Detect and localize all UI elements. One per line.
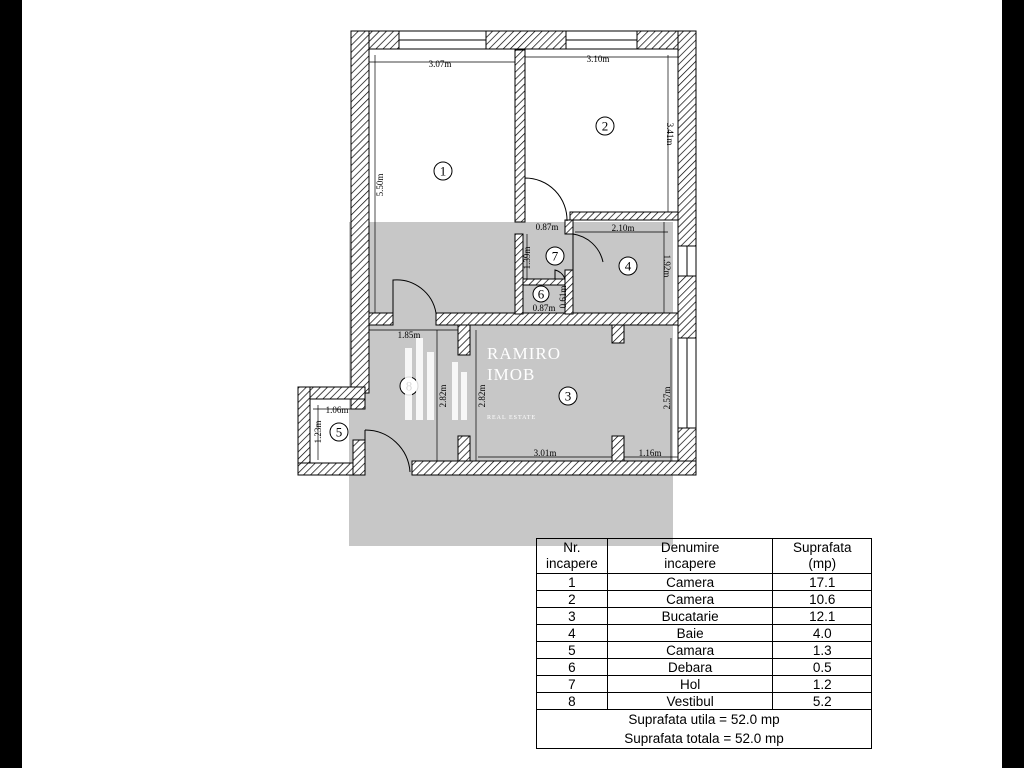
header-nr: Nr. incapere bbox=[536, 538, 608, 574]
dim-1-92: 1.92m bbox=[662, 255, 672, 278]
dim-5-50: 5.50m bbox=[375, 174, 385, 197]
svg-text:2: 2 bbox=[602, 119, 609, 134]
dim-2-57: 2.57m bbox=[662, 387, 672, 410]
table-row: 1 Camera 17.1 bbox=[536, 573, 872, 591]
watermark-line3: REAL ESTATE bbox=[487, 415, 536, 421]
dim-1-06: 1.06m bbox=[326, 405, 349, 415]
room-marker-7: 7 bbox=[545, 246, 565, 266]
table-row: 6 Debara 0.5 bbox=[536, 658, 872, 676]
room-marker-5: 5 bbox=[329, 422, 349, 442]
cell-nr: 2 bbox=[536, 590, 608, 608]
table-row: 8 Vestibul 5.2 bbox=[536, 692, 872, 710]
total-total: Suprafata totala = 52.0 mp bbox=[624, 731, 784, 746]
room-marker-6: 6 bbox=[532, 285, 550, 303]
watermark-line1: RAMIRO bbox=[487, 344, 561, 363]
dim-2-82-vestibul: 2.82m bbox=[438, 385, 448, 408]
cell-name: Camara bbox=[606, 641, 774, 659]
cell-nr: 1 bbox=[536, 573, 608, 591]
cell-area: 0.5 bbox=[772, 658, 872, 676]
room-marker-2: 2 bbox=[595, 116, 615, 136]
cell-area: 1.3 bbox=[772, 641, 872, 659]
dimension-labels: 3.07m 3.10m 5.50m 3.41m 0.87m 2.10m 1.39… bbox=[313, 54, 675, 458]
room-area-table: Nr. incapere Denumire incapere Suprafata… bbox=[536, 538, 872, 749]
doors bbox=[364, 177, 604, 473]
table-row: 7 Hol 1.2 bbox=[536, 675, 872, 693]
room-marker-4: 4 bbox=[618, 256, 638, 276]
cell-name: Camera bbox=[606, 573, 774, 591]
watermark-line2: IMOB bbox=[487, 365, 535, 384]
cell-name: Vestibul bbox=[606, 692, 774, 710]
dim-1-85: 1.85m bbox=[398, 330, 421, 340]
cell-name: Bucatarie bbox=[606, 607, 774, 625]
total-util: Suprafata utila = 52.0 mp bbox=[628, 712, 780, 727]
cell-nr: 5 bbox=[536, 641, 608, 659]
cell-name: Debara bbox=[606, 658, 774, 676]
cell-area: 4.0 bbox=[772, 624, 872, 642]
table-row: 3 Bucatarie 12.1 bbox=[536, 607, 872, 625]
cell-name: Baie bbox=[606, 624, 774, 642]
walls bbox=[297, 30, 697, 476]
table-totals-row: Suprafata utila = 52.0 mp Suprafata tota… bbox=[536, 709, 872, 749]
cell-area: 17.1 bbox=[772, 573, 872, 591]
cell-nr: 3 bbox=[536, 607, 608, 625]
watermark-logo: RAMIRO IMOB REAL ESTATE bbox=[405, 338, 561, 421]
totals-cell: Suprafata utila = 52.0 mp Suprafata tota… bbox=[536, 709, 872, 749]
dim-0-87-top: 0.87m bbox=[536, 222, 559, 232]
cell-name: Camera bbox=[606, 590, 774, 608]
dim-3-10: 3.10m bbox=[587, 54, 610, 64]
svg-text:6: 6 bbox=[538, 287, 545, 302]
windows bbox=[398, 30, 697, 429]
svg-text:3: 3 bbox=[565, 389, 572, 404]
table-row: 4 Baie 4.0 bbox=[536, 624, 872, 642]
cell-nr: 4 bbox=[536, 624, 608, 642]
cell-nr: 7 bbox=[536, 675, 608, 693]
table-row: 5 Camara 1.3 bbox=[536, 641, 872, 659]
dim-1-39: 1.39m bbox=[522, 247, 532, 270]
svg-text:4: 4 bbox=[625, 259, 632, 274]
cell-area: 12.1 bbox=[772, 607, 872, 625]
svg-text:7: 7 bbox=[552, 249, 559, 264]
header-area: Suprafata (mp) bbox=[772, 538, 872, 574]
svg-text:lajumate.ro: lajumate.ro bbox=[862, 737, 948, 754]
room-marker-3: 3 bbox=[558, 386, 578, 406]
room-marker-1: 1 bbox=[433, 161, 453, 181]
cell-nr: 6 bbox=[536, 658, 608, 676]
dim-3-07: 3.07m bbox=[429, 59, 452, 69]
dim-3-01: 3.01m bbox=[534, 448, 557, 458]
dim-3-41: 3.41m bbox=[665, 123, 675, 146]
cell-nr: 8 bbox=[536, 692, 608, 710]
dim-2-10: 2.10m bbox=[612, 223, 635, 233]
dim-1-23: 1.23m bbox=[313, 421, 323, 444]
room-markers: 1 2 3 4 5 6 7 8 bbox=[329, 116, 638, 442]
svg-text:1: 1 bbox=[440, 164, 447, 179]
header-name: Denumire incapere bbox=[606, 538, 774, 574]
cell-area: 5.2 bbox=[772, 692, 872, 710]
dim-2-82-kitchen: 2.82m bbox=[477, 385, 487, 408]
dim-0-87-bottom: 0.87m bbox=[533, 303, 556, 313]
dimension-lines bbox=[313, 55, 678, 461]
cell-name: Hol bbox=[606, 675, 774, 693]
cell-area: 10.6 bbox=[772, 590, 872, 608]
table-row: 2 Camera 10.6 bbox=[536, 590, 872, 608]
cell-area: 1.2 bbox=[772, 675, 872, 693]
svg-text:5: 5 bbox=[336, 425, 343, 440]
dim-0-61: 0.61m bbox=[558, 286, 568, 309]
dim-1-16: 1.16m bbox=[639, 448, 662, 458]
